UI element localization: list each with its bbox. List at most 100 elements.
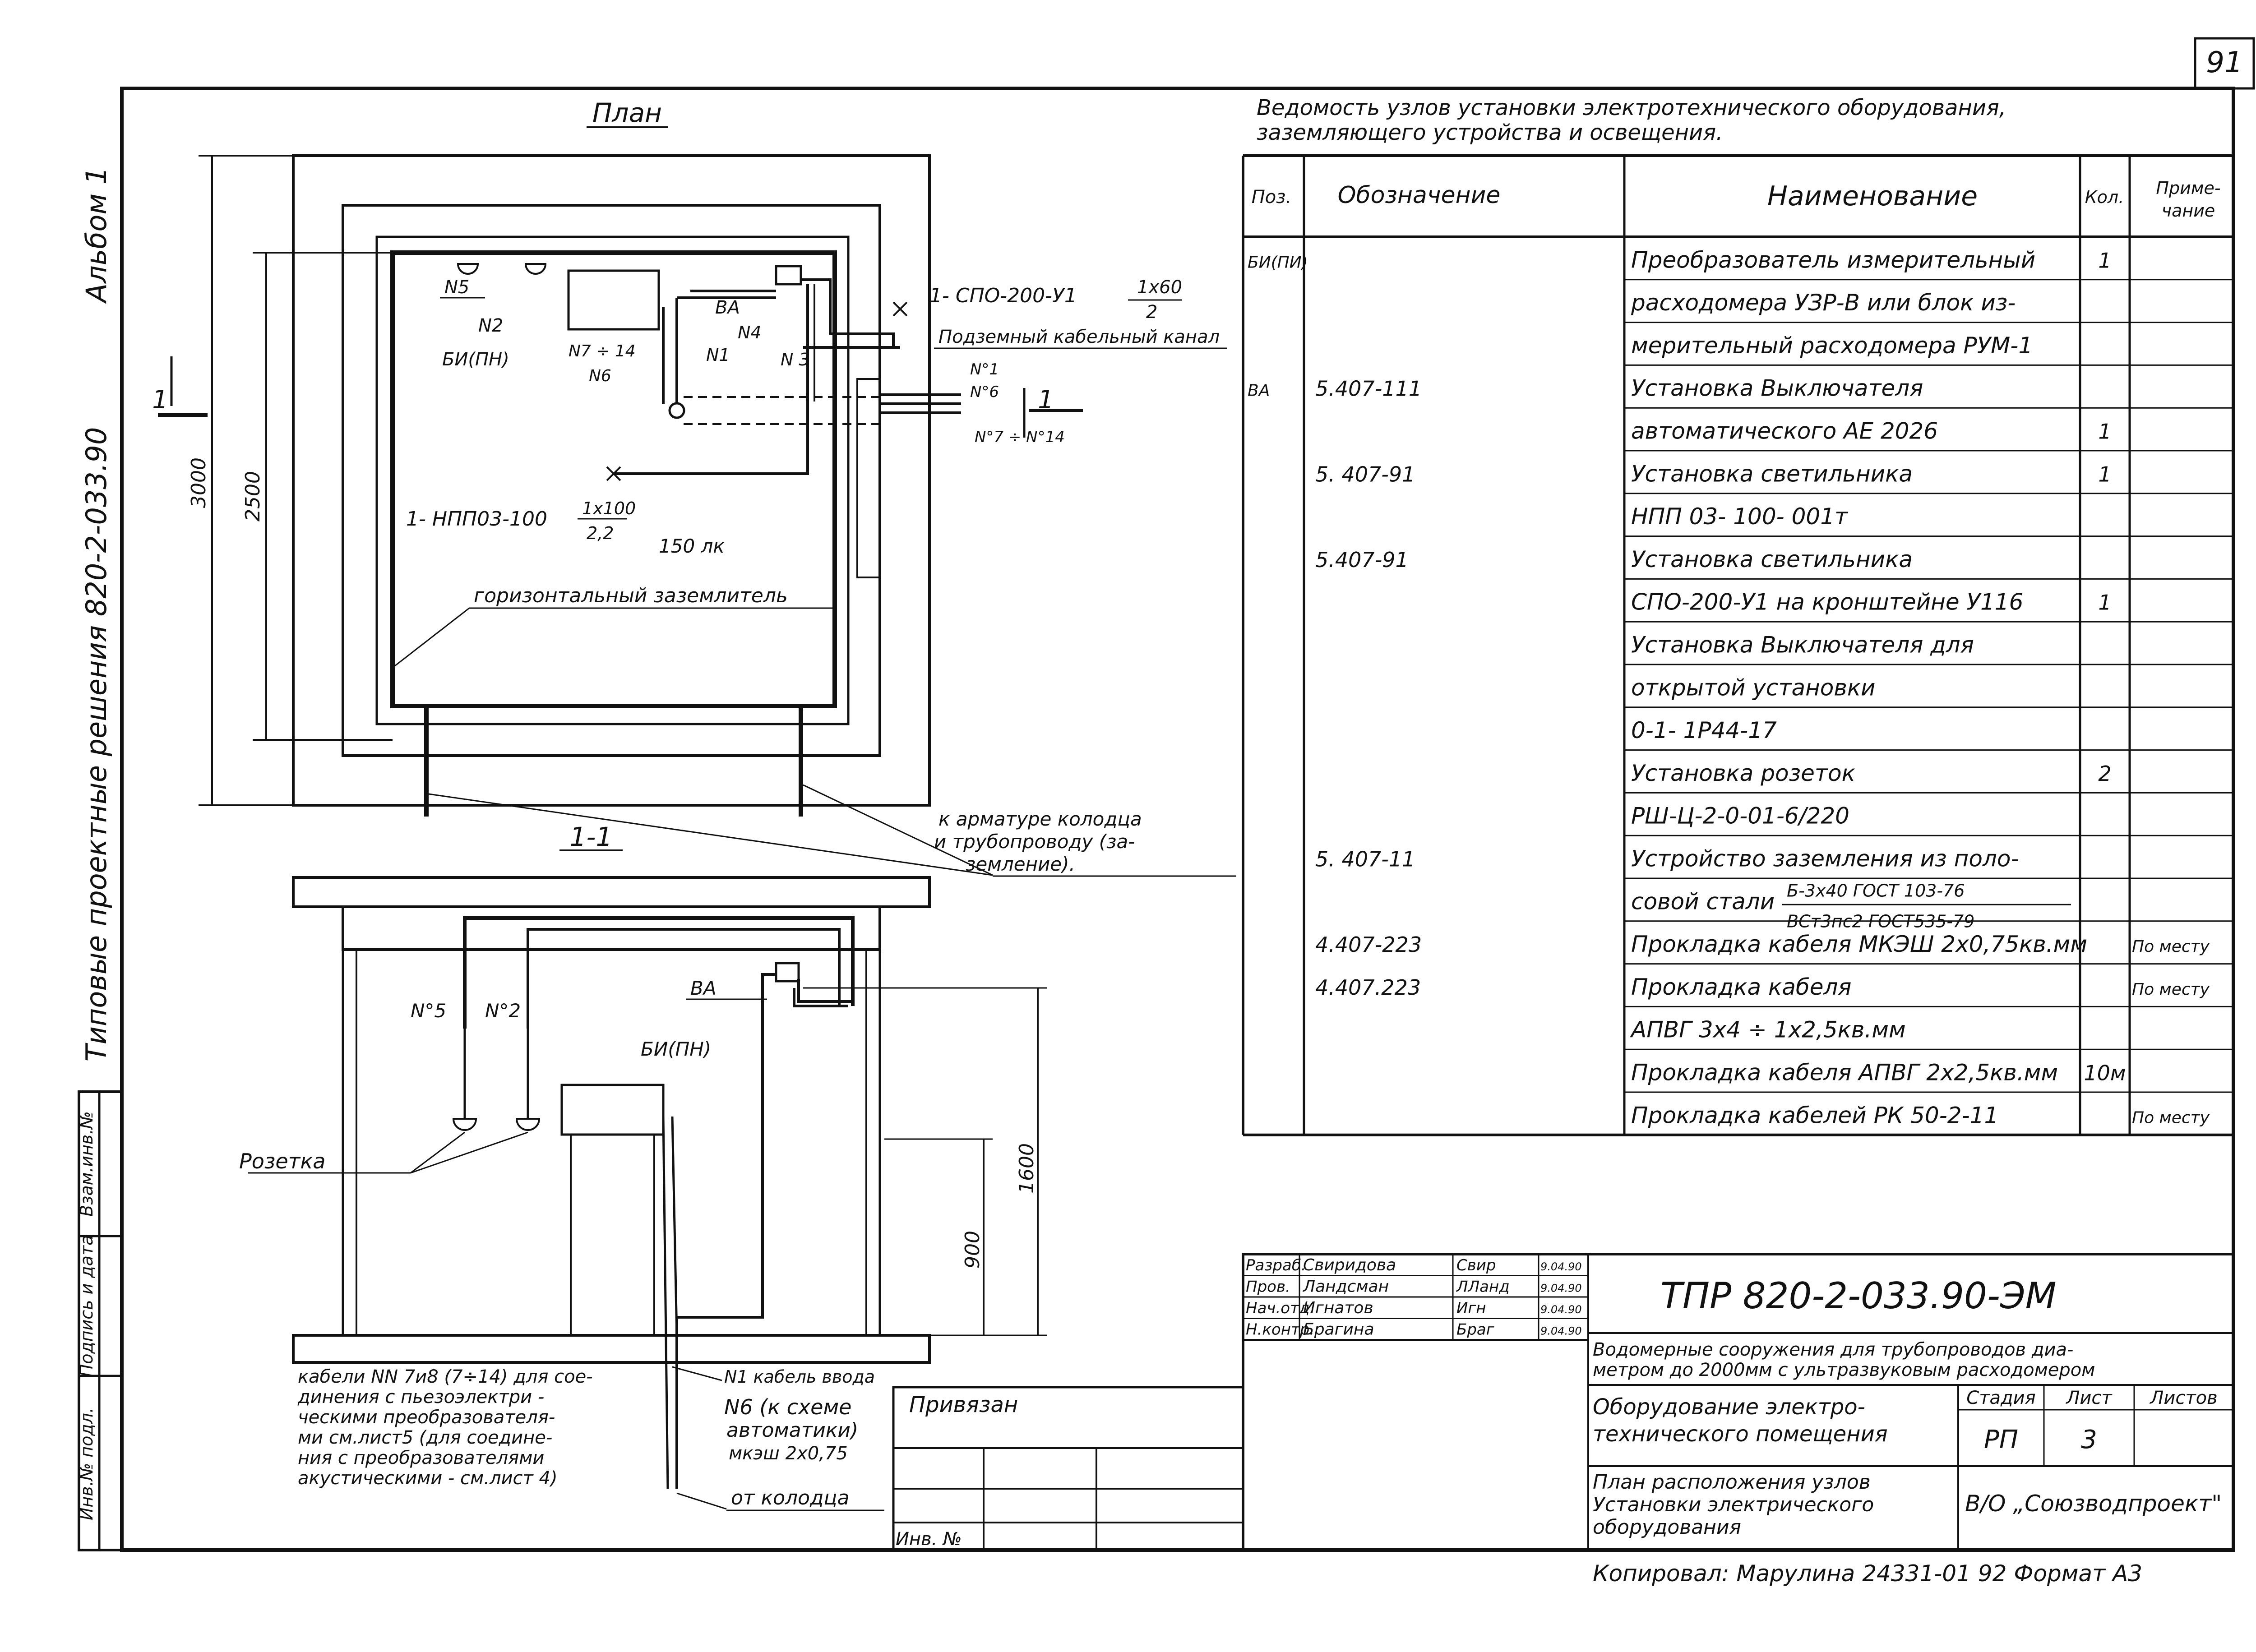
row-name: Прокладка кабеля — [1631, 974, 1852, 1000]
bi-box-section — [560, 1084, 665, 1136]
row-name: АПВГ 3х4 ÷ 1х2,5кв.мм — [1630, 1017, 1906, 1043]
section-note-3: ческими преобразователя- — [298, 1407, 555, 1428]
row-designation: 5.407-111 — [1315, 377, 1422, 401]
header-name: Наименование — [1767, 180, 1978, 212]
binding-block — [892, 1386, 1244, 1551]
album-label: Альбом 1 — [80, 167, 113, 305]
section-note-4: ми см.лист5 (для соедине- — [298, 1427, 552, 1448]
plan-n4: N4 — [738, 323, 762, 342]
row-designation: 5. 407-11 — [1315, 847, 1415, 871]
tb-date: 9.04.90 — [1540, 1303, 1582, 1316]
section-n6-3: мкэш 2х0,75 — [729, 1443, 848, 1464]
tb-role: Н.контр. — [1246, 1321, 1314, 1339]
project-2: метром до 2000мм с ультразвуковым расход… — [1593, 1360, 2095, 1380]
plan-npp-frac-top: 1х100 — [582, 498, 636, 518]
row-name: РШ-Ц-2-0-01-6/220 — [1631, 803, 1849, 829]
tb-name: Брагина — [1303, 1320, 1374, 1339]
section-from-well: от колодца — [731, 1486, 849, 1509]
row-name: Устройство заземления из поло- — [1631, 845, 2019, 872]
stage-value: РП — [1984, 1425, 2018, 1454]
sheet-value: 3 — [2081, 1425, 2097, 1454]
tb-date: 9.04.90 — [1540, 1260, 1582, 1273]
row-qty: 1 — [2098, 462, 2111, 486]
row-name: Установка розеток — [1631, 760, 1855, 786]
row-designation: 5. 407-91 — [1315, 462, 1415, 486]
dim-1600: 1600 — [1015, 1143, 1038, 1194]
header-designation: Обозначение — [1338, 182, 1501, 209]
series-label: Типовые проектные решения 820-2-033.90 — [80, 427, 113, 1062]
tb-signature: Браг — [1456, 1321, 1495, 1339]
row-name: 0-1- 1Р44-17 — [1631, 717, 1777, 743]
inv-label: Инв. № — [896, 1529, 962, 1550]
organization: В/О „Союзводпроект" — [1965, 1490, 2222, 1517]
table-title-1: Ведомость узлов установки электротехниче… — [1257, 95, 2006, 120]
row-name: СПО-200-У1 на кронштейне У116 — [1631, 589, 2023, 615]
tb-signature: ЛЛанд — [1456, 1278, 1510, 1296]
equip-2: технического помещения — [1593, 1421, 1888, 1447]
section-n6-1: N6 (к схеме — [724, 1395, 851, 1419]
equip-1: Оборудование электро- — [1593, 1394, 1865, 1420]
doc-code: ТПР 820-2-033.90-ЭМ — [1660, 1275, 2057, 1317]
section-note-2: динения с пьезоэлектри - — [297, 1387, 544, 1407]
row-name: Установка Выключателя — [1631, 375, 1923, 401]
row-name: расходомера УЗР-В или блок из- — [1631, 290, 2016, 316]
section-bi: БИ(ПН) — [641, 1038, 711, 1060]
section-n1-cable: N1 кабель ввода — [724, 1367, 875, 1387]
bi-box-plan — [567, 269, 660, 331]
plan-n1: N1 — [706, 345, 730, 365]
stamp-signature-date: Подпись и дата — [77, 1235, 97, 1377]
section-n6-2: автоматики) — [726, 1419, 858, 1442]
stamp-inv-podl: Инв.№ подл. — [77, 1407, 97, 1520]
tb-name: Игнатов — [1303, 1299, 1373, 1317]
plan-lux: 150 лк — [659, 535, 725, 557]
plan-channel: Подземный кабельный канал — [938, 327, 1220, 347]
plan-to-well-3: земление). — [966, 853, 1075, 875]
row-designation: 5.407-91 — [1315, 548, 1409, 572]
row-qty: 10м — [2084, 1061, 2126, 1085]
section-view: 1-1 1600 900 ВА N°5 — [239, 821, 1047, 1511]
plan-n6: N6 — [589, 367, 611, 385]
section-socket: Розетка — [239, 1149, 325, 1173]
tb-signature: Игн — [1456, 1299, 1486, 1317]
row-name: совой стали — [1631, 888, 1775, 914]
tb-role: Нач.отд. — [1246, 1299, 1314, 1317]
plan-lamp-npp: 1- НПП03-100 — [406, 508, 547, 531]
row-name: Установка светильника — [1631, 546, 1913, 572]
plan-bi: БИ(ПН) — [442, 349, 509, 370]
row-pos: БИ(ПИ) — [1248, 253, 1308, 272]
row-note: По месту — [2132, 1108, 2210, 1127]
plan-n3: N 3 — [781, 350, 810, 369]
row-name: Установка светильника — [1631, 461, 1913, 487]
sheet-header: Лист — [2065, 1388, 2113, 1408]
copy-line: Копировал: Марулина 24331-01 92 Формат А… — [1593, 1560, 2142, 1587]
tb-role: Разраб. — [1246, 1256, 1306, 1274]
table-title-2: заземляющего устройства и освещения. — [1257, 120, 1723, 145]
sheets-header: Листов — [2149, 1388, 2217, 1408]
stage-header: Стадия — [1966, 1388, 2035, 1408]
plan-lamp-spo: 1- СПО-200-У1 — [929, 284, 1077, 307]
row-note: По месту — [2132, 980, 2210, 999]
plan-npp-frac-bottom: 2,2 — [587, 523, 614, 543]
tb-signature: Свир — [1456, 1256, 1496, 1274]
plan-spo-frac-top: 1х60 — [1137, 277, 1182, 298]
row-note: По месту — [2132, 937, 2210, 956]
section-va: ВА — [690, 977, 717, 999]
plan-view: План 3000 2500 1 — [152, 97, 1236, 877]
section-mark-right: 1 — [1038, 385, 1054, 415]
plan-spo-frac-bottom: 2 — [1146, 302, 1157, 323]
row-designation: 4.407-223 — [1315, 932, 1422, 957]
row-name: автоматического АЕ 2026 — [1631, 418, 1938, 444]
equipment-table: Ведомость узлов установки электротехниче… — [1242, 95, 2235, 1136]
row-pos: ВА — [1248, 382, 1270, 400]
plan-n5: N5 — [444, 277, 469, 298]
stamp-replace-inv: Взам.инв.№ — [77, 1111, 97, 1217]
plan-desc-3: оборудования — [1593, 1516, 1741, 1539]
row-qty: 1 — [2098, 419, 2111, 443]
plan-cable-n7-14: N°7 ÷ N°14 — [975, 428, 1065, 446]
tb-role: Пров. — [1246, 1278, 1290, 1296]
tb-date: 9.04.90 — [1540, 1282, 1582, 1295]
plan-desc-1: План расположения узлов — [1593, 1471, 1871, 1494]
header-qty: Кол. — [2085, 187, 2124, 207]
row-qty: 1 — [2098, 248, 2111, 272]
